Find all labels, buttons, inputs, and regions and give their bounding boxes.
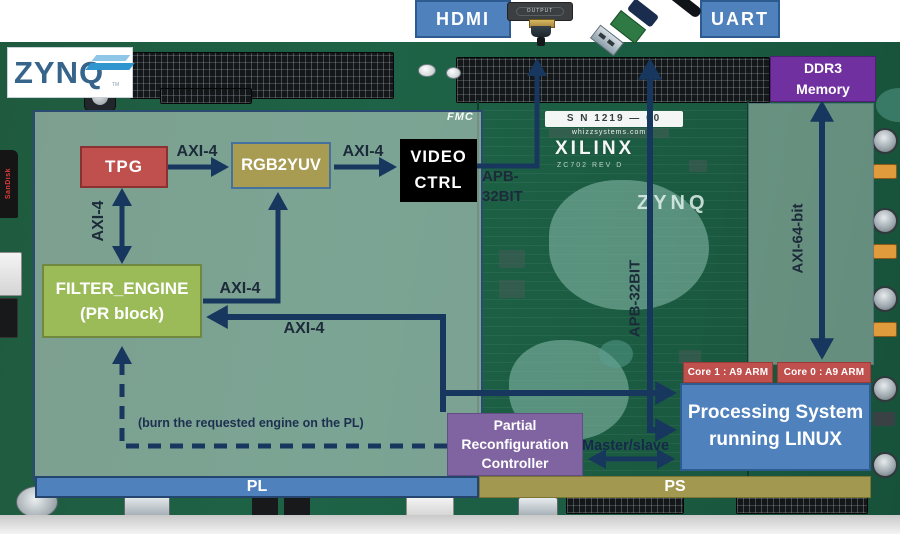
filter-engine-line1: FILTER_ENGINE (55, 278, 189, 298)
capacitor-component (873, 164, 897, 179)
processing-system-line1: Processing System (687, 402, 864, 424)
filter-engine-line2: (PR block) (79, 304, 165, 323)
capacitor-component (873, 244, 897, 259)
bus-videoctrl-to-hdmi (477, 57, 547, 169)
zynq-logo-tm: TM (112, 82, 120, 88)
rgb2yuv-label: RGB2YUV (241, 156, 321, 174)
burn-note-label: (burn the requested engine on the PL) (138, 416, 364, 430)
axi4-label-filter-ps: AXI-4 (283, 320, 325, 337)
pl-region-bar: PL (35, 476, 479, 498)
bus-uart-ps-bidir (638, 58, 677, 442)
website-silkscreen: whizzsystems.com (549, 128, 669, 138)
hdmi-port-module-icon: OUTPUT (507, 2, 573, 21)
uart-usb-cable-icon (588, 0, 703, 57)
ddr3-memory-block: DDR3 Memory (770, 56, 876, 102)
ribbon-connector-component (0, 252, 22, 296)
axi4-label-filter-rgb: AXI-4 (219, 280, 261, 297)
capacitor-component (872, 286, 898, 312)
uart-peripheral-box: UART (700, 0, 780, 38)
processing-system-line2: running LINUX (709, 429, 842, 450)
board-rev-silkscreen: ZC702 REV D (557, 162, 624, 169)
sd-card-component: SanDisk (0, 150, 18, 218)
zynq-logo-panel: ZYNQ TM (8, 48, 135, 97)
pin-header-component (160, 88, 252, 104)
ddr3-line1: DDR3 (803, 60, 843, 76)
xilinx-silkscreen: XILINX (555, 138, 635, 159)
axi4-label-tpg-filter: AXI-4 (90, 200, 107, 242)
inductor-component (873, 412, 895, 426)
usb-slot (606, 39, 615, 47)
pin-header-component (566, 496, 684, 514)
hdmi-label: HDMI (436, 8, 490, 29)
hdmi-module-label: OUTPUT (526, 8, 554, 14)
bus-filter-to-rgb2yuv (203, 191, 288, 304)
smd-component (679, 350, 701, 364)
round-component (599, 340, 633, 368)
zynq-logo: ZYNQ (14, 55, 105, 90)
prc-line3: Controller (481, 454, 549, 471)
tpg-block: TPG (80, 146, 168, 188)
capacitor-component (872, 452, 898, 478)
bus-prc-to-filter-dashed (112, 345, 447, 449)
prc-line2: Reconfiguration (461, 436, 569, 453)
pl-region-label: PL (246, 478, 268, 495)
core1-label: Core 1 : A9 ARM (687, 367, 769, 378)
screw-icon (446, 67, 461, 79)
ps-region-bar: PS (479, 476, 871, 498)
card-blob (549, 180, 709, 310)
ps-region-label: PS (664, 478, 686, 495)
capacitor-component (872, 208, 898, 234)
uart-label: UART (711, 8, 769, 29)
table-surface (0, 515, 900, 534)
usb-slot (598, 32, 607, 40)
axi4-label-tpg-rgb: AXI-4 (176, 143, 218, 160)
axi4-label-rgb-video: AXI-4 (342, 143, 384, 160)
switch-component (0, 298, 18, 338)
video-ctrl-line1: VIDEO (410, 147, 467, 166)
hdmi-port-recess (516, 7, 564, 16)
smd-component (499, 250, 525, 268)
fmc-silkscreen: FMC (447, 111, 474, 123)
core0-label: Core 0 : A9 ARM (783, 367, 865, 378)
capacitor-component (873, 322, 897, 337)
axi64-label-ddr: AXI-64-bit (789, 203, 807, 274)
filter-engine-block: FILTER_ENGINE (PR block) (42, 264, 202, 338)
video-ctrl-line2: CTRL (414, 173, 463, 192)
rgb2yuv-block: RGB2YUV (231, 142, 331, 189)
prc-line1: Partial (493, 417, 537, 434)
bus-ps-to-filter (206, 305, 446, 412)
smd-component (499, 280, 525, 298)
partial-reconfiguration-controller-block: Partial Reconfiguration Controller (447, 413, 583, 476)
core0-block: Core 0 : A9 ARM (777, 362, 871, 383)
hdmi-cable-stub-icon (537, 37, 545, 46)
capacitor-component (872, 376, 898, 402)
video-ctrl-block: VIDEO CTRL (400, 139, 477, 202)
core1-block: Core 1 : A9 ARM (683, 362, 773, 383)
apb32-label-line2: 32BIT (482, 188, 523, 205)
ddr3-line2: Memory (796, 81, 850, 97)
smd-component (689, 160, 707, 172)
capacitor-component (872, 128, 898, 154)
hdmi-peripheral-box: HDMI (415, 0, 511, 38)
screw-icon (418, 64, 436, 77)
hdmi-plug-body-icon (531, 26, 551, 37)
apb32-label-line1: APB- (482, 168, 519, 185)
fmc-connector-right (456, 57, 770, 103)
apb32-label-uart: APB-32BIT (626, 259, 644, 338)
processing-system-block: Processing System running LINUX (680, 383, 871, 471)
master-slave-label: Master/slave (582, 438, 670, 454)
tpg-label: TPG (105, 157, 143, 176)
